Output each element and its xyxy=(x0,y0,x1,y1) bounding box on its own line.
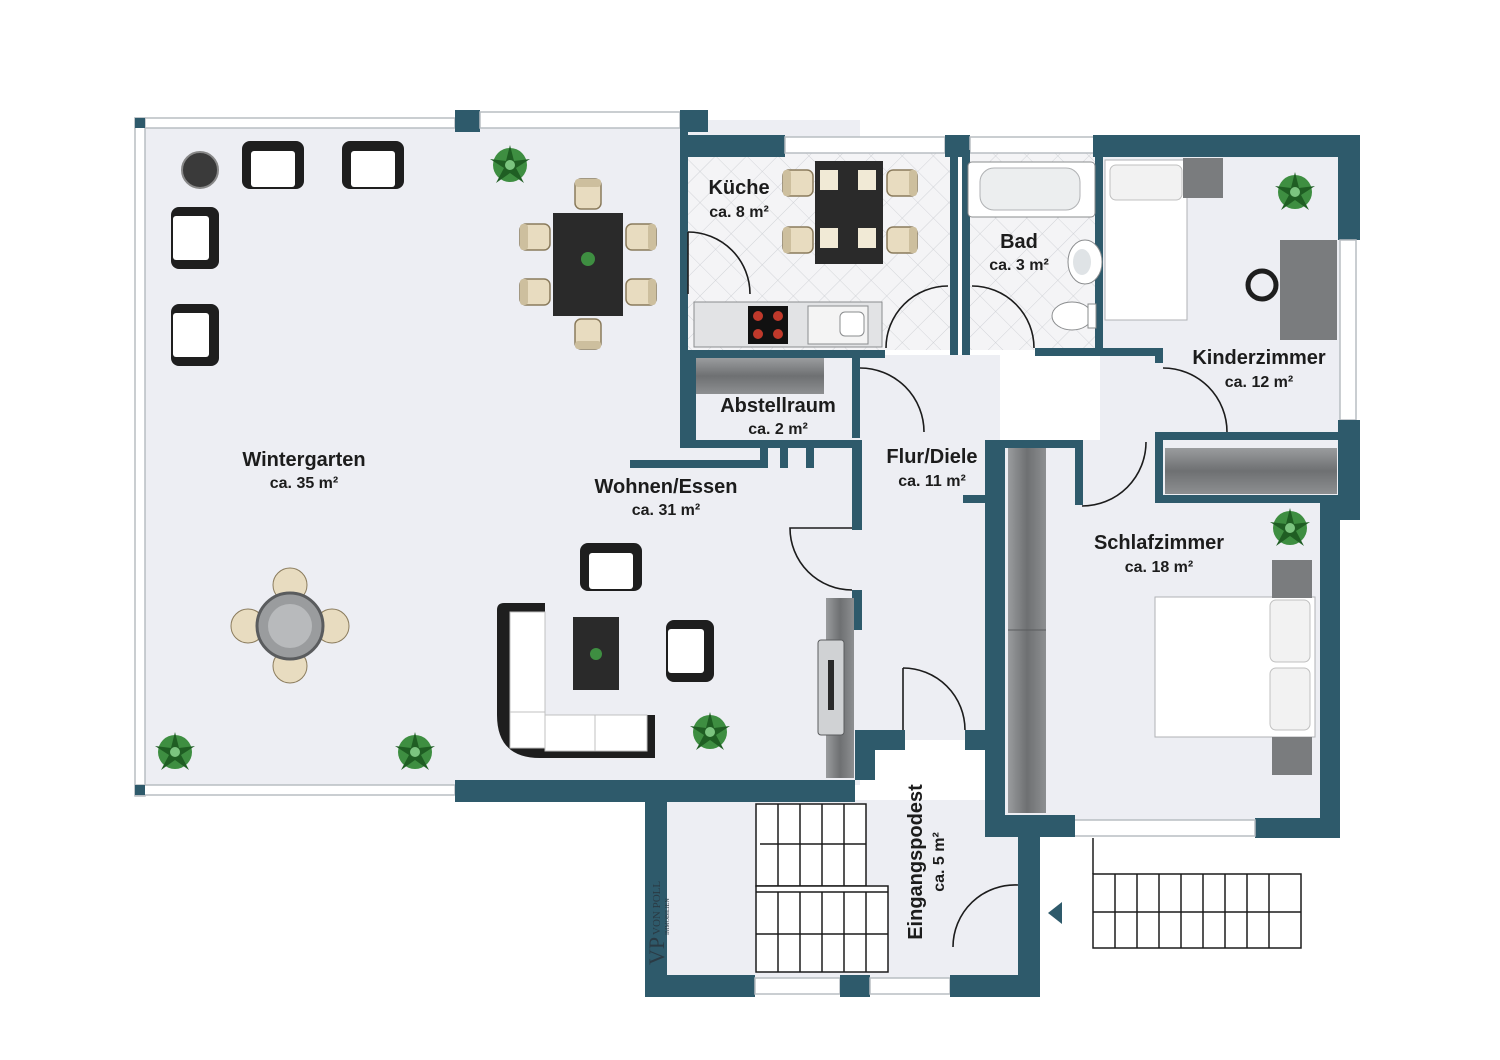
armchair-icon xyxy=(171,207,219,269)
dining-table-icon xyxy=(782,161,918,264)
sofa-icon xyxy=(497,603,655,758)
room-name-eingang: Eingangspodest xyxy=(905,784,927,940)
armchair-icon xyxy=(171,304,219,366)
logo-brand: VON POLL xyxy=(651,881,663,935)
bed-icon xyxy=(1154,560,1316,775)
room-name-kinder: Kinderzimmer xyxy=(1192,347,1326,369)
room-area-kueche: ca. 8 m² xyxy=(709,204,769,221)
room-area-kinder: ca. 12 m² xyxy=(1225,374,1293,391)
room-name-wintergarten: Wintergarten xyxy=(242,449,365,471)
bathroom-fixtures xyxy=(967,161,1103,331)
room-area-wohnen: ca. 31 m² xyxy=(632,502,700,519)
wintergarten-furniture xyxy=(171,141,657,684)
built-ins xyxy=(696,358,1337,813)
kinderzimmer-furniture xyxy=(1104,158,1337,340)
room-area-eingang: ca. 5 m² xyxy=(931,832,948,892)
door-swing-icon xyxy=(1081,441,1147,507)
round-table-icon xyxy=(230,567,350,684)
dining-table-icon xyxy=(519,178,657,350)
stairs-icon xyxy=(755,803,1302,973)
room-area-schlaf: ca. 18 m² xyxy=(1125,559,1193,576)
sink-icon xyxy=(1067,239,1103,285)
door-swing-icon xyxy=(952,884,1019,948)
stove-icon xyxy=(748,306,788,344)
bed-icon xyxy=(1104,159,1188,321)
room-area-bad: ca. 3 m² xyxy=(989,257,1049,274)
room-labels: Wintergarten ca. 35 m² Wohnen/Essen ca. … xyxy=(242,177,1325,940)
armchair-icon xyxy=(666,620,714,682)
logo-tagline: IMMOBILIEN xyxy=(665,898,671,935)
door-swing-icon xyxy=(789,527,853,591)
walls xyxy=(134,110,1360,997)
room-name-kueche: Küche xyxy=(708,177,769,199)
armchair-icon xyxy=(342,141,404,189)
kitchen-counter xyxy=(693,301,883,348)
entrance-arrow-icon xyxy=(1048,902,1062,924)
room-name-schlaf: Schlafzimmer xyxy=(1094,532,1224,554)
logo: VP VON POLL IMMOBILIEN xyxy=(644,881,671,965)
toilet-icon xyxy=(1051,301,1097,331)
door-swing-icon xyxy=(859,367,925,433)
room-name-abstell: Abstellraum xyxy=(720,395,836,417)
doors xyxy=(687,231,1228,948)
room-area-flur: ca. 11 m² xyxy=(898,473,966,490)
room-name-bad: Bad xyxy=(1000,231,1038,253)
door-swing-icon xyxy=(885,285,949,349)
door-swing-icon xyxy=(902,667,966,731)
room-name-wohnen: Wohnen/Essen xyxy=(595,476,738,498)
room-area-abstell: ca. 2 m² xyxy=(748,421,808,438)
armchair-icon xyxy=(580,543,642,591)
bathtub-icon xyxy=(967,161,1096,218)
door-swing-icon xyxy=(1162,367,1228,433)
armchair-icon xyxy=(242,141,304,189)
door-swing-icon xyxy=(687,231,751,295)
door-swing-icon xyxy=(971,285,1035,349)
room-area-wintergarten: ca. 35 m² xyxy=(270,475,338,492)
room-name-flur: Flur/Diele xyxy=(886,446,977,468)
coffee-table-icon xyxy=(573,617,619,690)
logo-monogram: VP xyxy=(644,937,669,965)
